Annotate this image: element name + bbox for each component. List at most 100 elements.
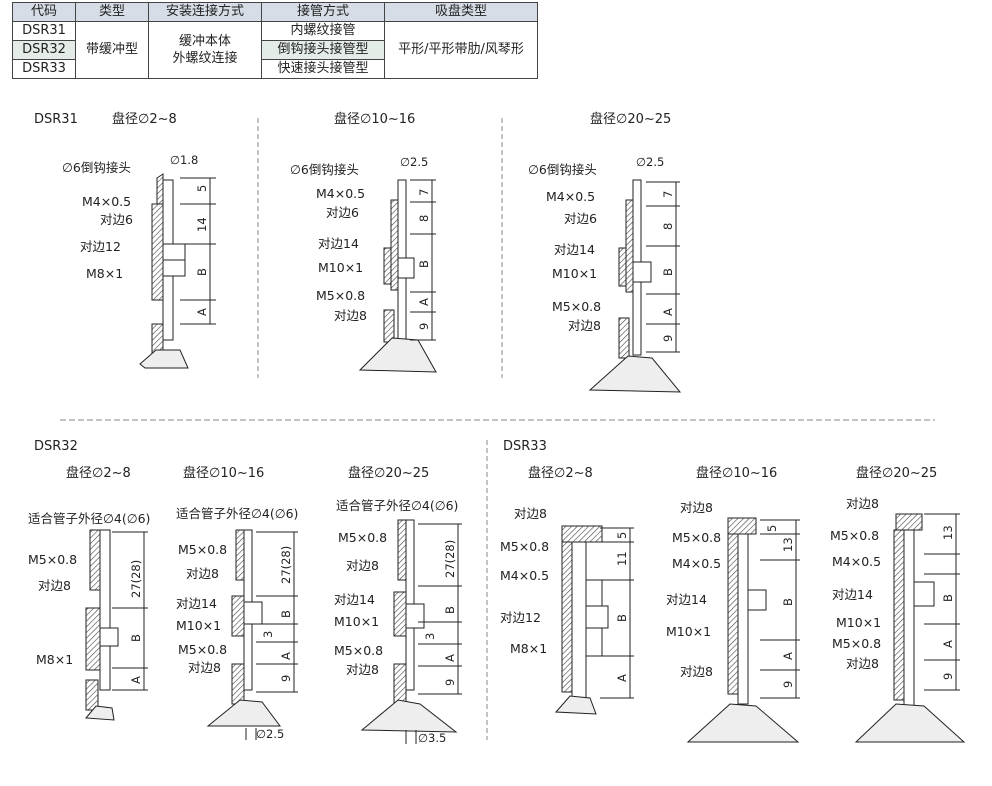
label-m5: M5×0.8 (316, 288, 365, 303)
dia-heading: 盘径∅2~8 (112, 111, 177, 127)
dim-9: 9 (417, 323, 431, 330)
label-m4: M4×0.5 (82, 194, 131, 209)
dim-3: 3 (261, 631, 275, 638)
label-hex8: 对边8 (680, 664, 713, 679)
label-m5: M5×0.8 (500, 539, 549, 554)
dim-a: A (279, 652, 293, 660)
label-hex8: 对边8 (346, 662, 379, 677)
dia-heading: 盘径∅20~25 (856, 465, 937, 481)
pad-cell: 平形/平形带肋/风琴形 (384, 21, 538, 79)
label-barb: ∅6倒钩接头 (290, 162, 359, 177)
col-header-mount: 安装连接方式 (148, 2, 262, 22)
dia-heading: 盘径∅2~8 (528, 465, 593, 481)
dim-a: A (941, 640, 955, 648)
dim-a: A (443, 654, 457, 662)
dim-b: B (417, 260, 431, 268)
drawing-dsr31-medium (358, 179, 437, 373)
dia-heading: 盘径∅10~16 (696, 465, 777, 481)
dia-heading: 盘径∅10~16 (183, 465, 264, 481)
label-hex8: 对边8 (346, 558, 379, 573)
label-hex12: 对边12 (500, 610, 541, 625)
col-header-code: 代码 (12, 2, 76, 22)
mount-line-1: 缓冲本体 (178, 34, 231, 49)
dim-b: B (615, 614, 629, 622)
drawing-dsr31-large (588, 179, 682, 393)
dia-heading: 盘径∅2~8 (66, 465, 131, 481)
dim-8: 8 (661, 223, 675, 230)
label-m4: M4×0.5 (832, 554, 881, 569)
type-cell: 带缓冲型 (75, 21, 149, 79)
label-hex8: 对边8 (568, 318, 601, 333)
label-m5: M5×0.8 (832, 636, 881, 651)
table-header-row: 代码 类型 安装连接方式 接管方式 吸盘类型 (12, 2, 538, 22)
dim-5: 5 (615, 532, 629, 539)
drawing-dsr32-small (84, 529, 148, 721)
spec-table: 代码 类型 安装连接方式 接管方式 吸盘类型 DSR31 带缓冲型 缓冲本体 外… (12, 2, 538, 79)
section-title-dsr33: DSR33 (503, 439, 547, 454)
section-title-dsr31: DSR31 (34, 112, 78, 127)
dim-a: A (129, 676, 143, 684)
label-m10: M10×1 (318, 260, 363, 275)
label-hex14: 对边14 (176, 596, 217, 611)
pipe-cell: 倒钩接头接管型 (261, 40, 385, 60)
label-m4: M4×0.5 (672, 556, 721, 571)
label-tube: 适合管子外径∅4(∅6) (336, 498, 458, 513)
table-row: DSR31 带缓冲型 缓冲本体 外螺纹连接 内螺纹接管 平形/平形带肋/风琴形 (12, 21, 538, 79)
label-m5: M5×0.8 (552, 299, 601, 314)
label-hex14: 对边14 (334, 592, 375, 607)
label-m10: M10×1 (334, 614, 379, 629)
label-hex14: 对边14 (554, 242, 595, 257)
dim-27: 27(28) (279, 546, 293, 584)
table-row: DSR32 倒钩接头接管型 (12, 40, 538, 60)
label-m8: M8×1 (510, 641, 547, 656)
label-m4: M4×0.5 (316, 186, 365, 201)
label-hex14: 对边14 (832, 587, 873, 602)
label-hex6: 对边6 (100, 212, 133, 227)
dim-13: 13 (781, 537, 795, 552)
table-row: DSR33 快速接头接管型 (12, 59, 538, 79)
drawing-dsr33-large (854, 513, 966, 743)
dim-b: B (661, 268, 675, 276)
label-m10: M10×1 (552, 266, 597, 281)
label-hex14: 对边14 (666, 592, 707, 607)
dim-5: 5 (765, 525, 779, 532)
dim-b: B (443, 606, 457, 614)
label-m4: M4×0.5 (500, 568, 549, 583)
label-m5: M5×0.8 (338, 530, 387, 545)
dim-a: A (661, 308, 675, 316)
label-tube: 适合管子外径∅4(∅6) (28, 511, 150, 526)
dim-8: 8 (417, 215, 431, 222)
dim-3: 3 (423, 633, 437, 640)
label-m5: M5×0.8 (28, 552, 77, 567)
dim-9: 9 (443, 679, 457, 686)
drawing-dsr33-medium (686, 517, 800, 743)
drawing-dsr32-large (360, 519, 462, 744)
dim-13: 13 (941, 525, 955, 540)
dim-d25: ∅2.5 (400, 155, 428, 169)
dim-d35: ∅3.5 (418, 731, 446, 745)
dim-a: A (417, 298, 431, 306)
dia-heading: 盘径∅10~16 (334, 111, 415, 127)
drawing-dsr33-small (554, 525, 634, 715)
code-cell: DSR32 (12, 40, 76, 60)
label-hex8: 对边8 (846, 656, 879, 671)
dim-5: 5 (195, 185, 209, 192)
mount-line-2: 外螺纹连接 (172, 51, 238, 66)
dim-d25: ∅2.5 (256, 727, 284, 741)
dim-b: B (195, 268, 209, 276)
label-m5: M5×0.8 (334, 643, 383, 658)
dim-11: 11 (615, 551, 629, 566)
section-title-dsr32: DSR32 (34, 439, 78, 454)
label-m5: M5×0.8 (830, 528, 879, 543)
label-hex8: 对边8 (514, 506, 547, 521)
label-hex8: 对边8 (680, 500, 713, 515)
dim-b: B (781, 598, 795, 606)
label-hex8: 对边8 (38, 578, 71, 593)
dim-b: B (279, 610, 293, 618)
label-m10: M10×1 (836, 615, 881, 630)
label-m4: M4×0.5 (546, 189, 595, 204)
code-cell: DSR33 (12, 59, 76, 79)
label-hex8: 对边8 (188, 660, 221, 675)
dim-9: 9 (661, 335, 675, 342)
dim-b: B (941, 594, 955, 602)
